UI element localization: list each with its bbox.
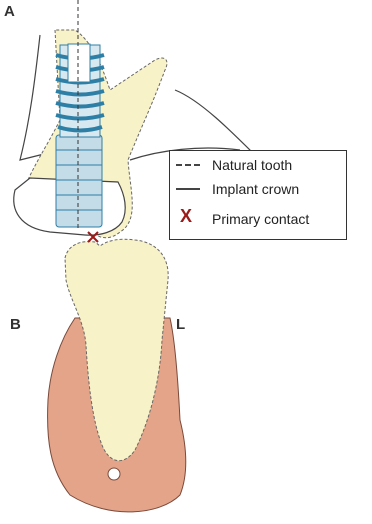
- figure-label-a: A: [4, 3, 15, 20]
- implant-head: [68, 44, 90, 82]
- legend: Natural tooth Implant crown X Primary co…: [169, 150, 347, 240]
- root-canal-dot: [108, 468, 120, 480]
- implant-abutment: [56, 135, 102, 227]
- dashed-line-icon: [176, 155, 202, 175]
- figure-label-l: L: [176, 316, 185, 333]
- legend-label-primary-contact: Primary contact: [212, 211, 309, 227]
- legend-label-implant-crown: Implant crown: [212, 181, 299, 197]
- legend-label-natural-tooth: Natural tooth: [212, 157, 292, 173]
- solid-line-icon: [176, 179, 202, 199]
- x-mark-icon: X: [176, 209, 202, 229]
- legend-row-primary-contact: X Primary contact: [170, 209, 346, 229]
- legend-row-natural-tooth: Natural tooth: [170, 155, 346, 175]
- figure-label-b: B: [10, 316, 21, 333]
- legend-row-implant-crown: Implant crown: [170, 179, 346, 199]
